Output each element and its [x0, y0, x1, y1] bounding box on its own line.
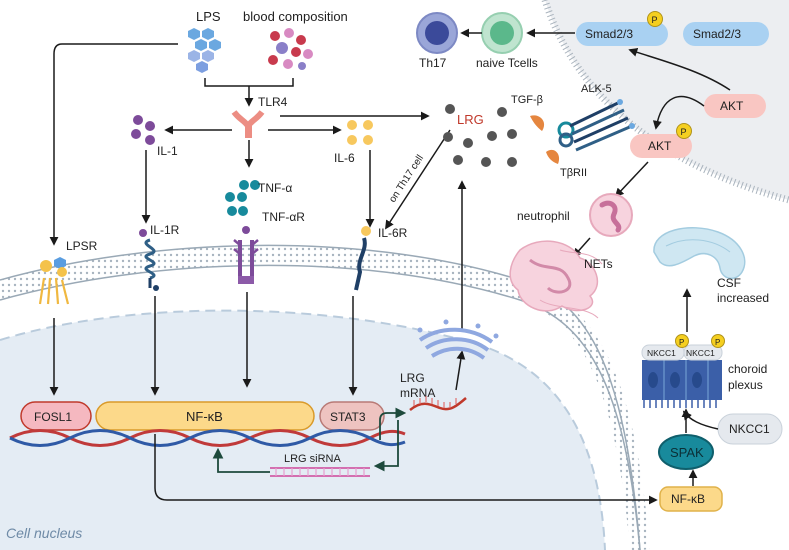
nkcc1-membrane-label-a: NKCC1 — [647, 348, 676, 358]
lpsr-label: LPSR — [66, 239, 98, 253]
tgf-beta-label: TGF-β — [511, 94, 543, 106]
il6r-label: IL-6R — [378, 226, 408, 240]
plasma-membrane — [0, 244, 650, 550]
brain-ventricle-icon — [653, 227, 746, 280]
tnf-alpha-receptor-icon — [233, 226, 259, 284]
csf-increased-label: increased — [717, 291, 769, 305]
blood-cells-icon — [268, 28, 313, 70]
nets-label: NETs — [584, 257, 613, 271]
tlr4-receptor-icon — [231, 110, 265, 138]
lps-icon — [188, 28, 221, 73]
phospho-badge-label: P — [652, 15, 658, 25]
lrg-label: LRG — [457, 112, 484, 127]
naive-t-cell-icon — [481, 12, 523, 54]
il1r-receptor-icon — [139, 229, 159, 291]
smad-phospho-label: Smad2/3 — [585, 27, 633, 41]
blood-composition-label: blood composition — [243, 9, 348, 24]
akt-pill: AKT — [704, 94, 766, 118]
csf-label: CSF — [717, 276, 741, 290]
tbrii-label: TβRII — [560, 167, 587, 179]
fosl1-pill: FOSL1 — [20, 401, 92, 431]
target-cell — [541, 0, 789, 204]
nets-icon — [509, 240, 603, 319]
il1r-label: IL-1R — [150, 223, 180, 237]
lrg-sirna-icon — [270, 467, 370, 477]
phospho-badge-label: P — [715, 338, 720, 347]
th17-label: Th17 — [419, 56, 447, 70]
cell-nucleus-label: Cell nucleus — [6, 525, 82, 541]
th17-cell-icon — [416, 12, 458, 54]
nkcc1-pill: NKCC1 — [717, 413, 783, 445]
fosl1-label: FOSL1 — [34, 410, 72, 424]
neutrophil-label: neutrophil — [517, 209, 570, 223]
phospho-badge-label: P — [679, 338, 684, 347]
akt-label: AKT — [720, 99, 744, 113]
nfkb-pill: NF-κB — [95, 401, 315, 431]
il6r-receptor-icon — [354, 226, 371, 291]
il1-label: IL-1 — [157, 144, 178, 158]
lrg-mrna-label-2: mRNA — [400, 386, 435, 400]
lrg-mrna-icon — [409, 396, 467, 411]
choroid-label: choroid — [728, 362, 767, 376]
golgi-icon — [417, 319, 499, 360]
smad-label: Smad2/3 — [693, 27, 741, 41]
lpsr-receptor-icon — [38, 257, 70, 305]
tgf-beta-receptor-icon — [557, 99, 635, 152]
choroid-plexus-label: plexus — [728, 378, 763, 392]
nfkb-label: NF-κB — [186, 409, 223, 424]
nkcc1-membrane-label-b: NKCC1 — [686, 348, 715, 358]
il6-label: IL-6 — [334, 151, 355, 165]
alk5-label: ALK-5 — [581, 83, 612, 95]
nfkb-outside-label: NF-κB — [671, 492, 705, 506]
lrg-protein-icon — [443, 104, 517, 167]
lrg-sirna-label: LRG siRNA — [284, 453, 342, 465]
akt-phospho-label: AKT — [648, 139, 672, 153]
tnf-alpha-label: TNF-α — [258, 181, 292, 195]
nfkb-outside-pill: NF-κB — [659, 486, 723, 512]
spak-node: SPAK — [658, 434, 714, 470]
dna-helix-icon — [9, 429, 406, 447]
tgf-beta-icon — [530, 115, 560, 164]
akt-phospho-pill: AKT P — [630, 123, 692, 158]
stat3-label: STAT3 — [330, 410, 366, 424]
choroid-plexus-icon: NKCC1 NKCC1 P P — [641, 334, 725, 408]
tnf-alpha-icon — [225, 180, 260, 216]
smad-phospho-pill: Smad2/3 P — [576, 11, 668, 46]
lps-label: LPS — [196, 9, 221, 24]
nkcc1-label: NKCC1 — [729, 422, 770, 436]
tlr4-label: TLR4 — [258, 95, 288, 109]
neutrophil-icon — [589, 193, 633, 237]
spak-label: SPAK — [670, 445, 704, 460]
lrg-mrna-label: LRG — [400, 371, 425, 385]
phospho-badge-label: P — [681, 127, 687, 137]
naive-tcells-label: naive Tcells — [476, 56, 538, 70]
il1-ligand-icon — [131, 115, 155, 145]
tnf-alpha-receptor-label: TNF-αR — [262, 210, 305, 224]
il6-ligand-icon — [347, 120, 373, 145]
smad-pill: Smad2/3 — [683, 22, 769, 46]
stat3-pill: STAT3 — [319, 401, 385, 431]
